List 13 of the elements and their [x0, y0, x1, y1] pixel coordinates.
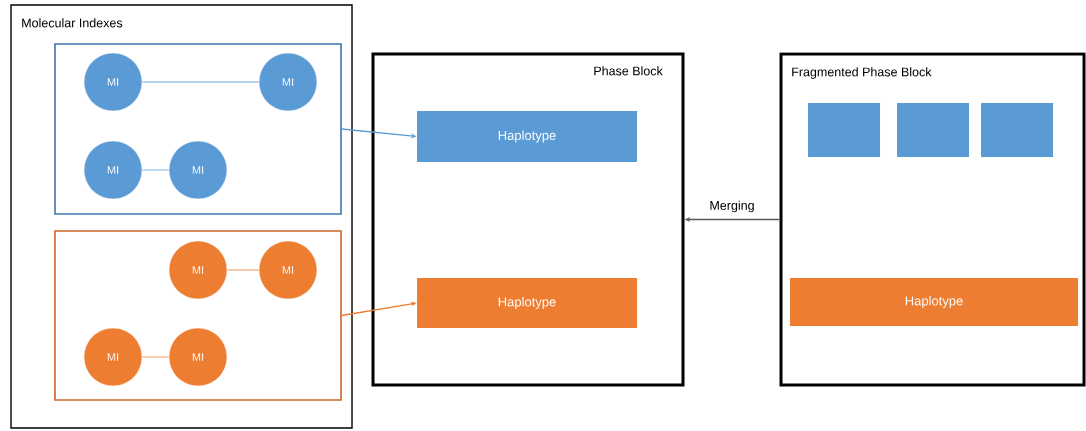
edge-label: Merging [710, 200, 754, 213]
block-square [981, 103, 1053, 157]
connector-line [141, 169, 170, 171]
block-square [897, 103, 969, 157]
block-square [808, 103, 880, 157]
connector-line [141, 81, 260, 83]
connector-line [226, 269, 260, 271]
group-frame [54, 230, 342, 401]
group-frame [54, 43, 342, 215]
haplotype-bar: Haplotype [790, 278, 1078, 326]
haplotype-bar: Haplotype [417, 111, 637, 162]
haplotype-bar: Haplotype [417, 278, 637, 328]
connector-line [141, 356, 170, 358]
